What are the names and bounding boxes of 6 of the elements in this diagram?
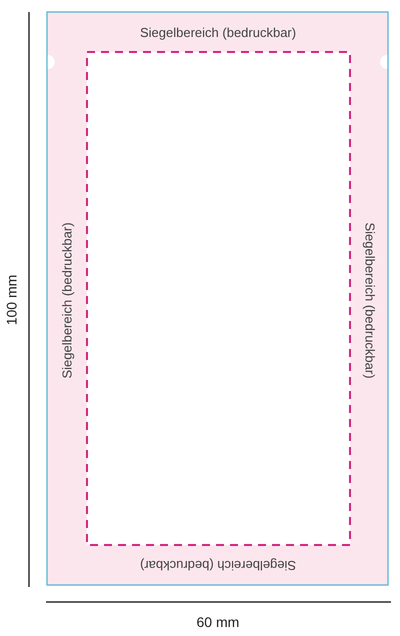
seal-area-label: Siegelbereich (bedruckbar): [60, 222, 75, 378]
seal-area-label: Siegelbereich (bedruckbar): [362, 222, 378, 378]
seal-area-label: Siegelbereich (bedruckbar): [140, 558, 296, 572]
dimension-label: 100 mm: [2, 274, 19, 326]
dimension-label: 60 mm: [196, 614, 240, 630]
seal-area-label: Siegelbereich (bedruckbar): [140, 24, 296, 40]
